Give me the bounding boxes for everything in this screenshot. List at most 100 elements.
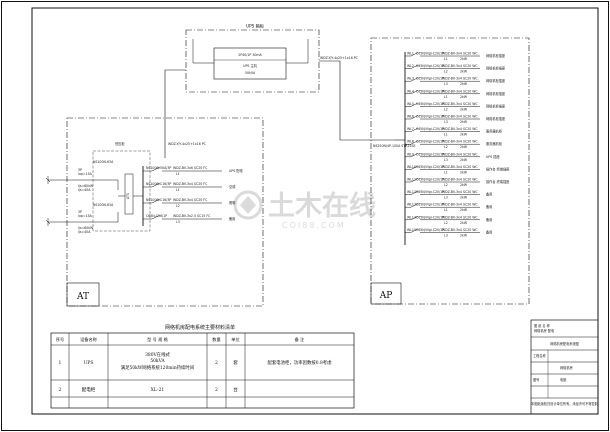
ap-circuit-breaker: C65N/Vigi-C20/1P	[416, 215, 444, 219]
table-row-2-spec: XL-21	[151, 387, 165, 393]
feeder-at-to-ups-cable: WDZ-YJY-4x25+1x16 PC	[168, 142, 207, 146]
at-source-b-note-2: Iop=15A	[78, 214, 93, 218]
ap-circuit-phase: L1	[444, 95, 448, 99]
ap-circuit-power: 2kW	[460, 221, 468, 225]
table-header-note: 备 注	[295, 336, 306, 343]
ap-circuit-phase: L2	[444, 107, 448, 111]
table-row-1-spec-1: 380V在线式	[145, 351, 170, 358]
at-circuit-phase: L3	[176, 220, 180, 224]
table-row-2-no: 2	[59, 387, 62, 393]
table-header-name: 设备名称	[80, 336, 97, 343]
ap-circuit-power: 2kW	[460, 120, 468, 124]
breaker-contact-icon	[410, 52, 419, 57]
ups-breaker-label: 2P40/1P 30mA	[238, 53, 262, 57]
title-block: 图 纸 名 称 网络机房 配电 网络机房配电系统图 工程名称 网络机房 图号 电…	[530, 319, 599, 415]
ap-circuit-cable: WDZ-BV-3x4 SC20 WC	[442, 89, 478, 93]
at-source-b-switch: NS100N-63A	[93, 203, 114, 207]
ups-enclosure: UPS 箱柜 2P40/1P 30mA UPS 主机 50kVA	[185, 22, 320, 93]
ap-circuit-code: WL10	[407, 165, 416, 169]
at-inner-frame	[92, 150, 151, 232]
at-source-a-note-4: Ijs=40A	[78, 188, 91, 192]
ap-circuit-code: WL8	[407, 140, 414, 144]
breaker-contact-icon	[410, 64, 419, 69]
ap-circuit-cable: WDZ-BV-3x4 SC20 WC	[442, 77, 478, 81]
at-circuit-load: 备用	[229, 216, 235, 221]
ap-circuit-power: 2kW	[460, 133, 468, 137]
feeder-at-to-ups	[164, 69, 186, 158]
ap-circuit-power: 2kW	[460, 95, 468, 99]
table-row-1-name: UPS	[83, 360, 93, 366]
watermark-brand: 土木在线	[268, 191, 376, 222]
ats-switch-label: ATS	[126, 193, 130, 199]
ap-circuit-phase: L3	[444, 82, 448, 86]
ap-circuit-phase: L2	[444, 70, 448, 74]
ap-circuit-breaker: C65N/Vigi-C20/1P	[416, 140, 444, 144]
breaker-contact-icon	[410, 102, 419, 107]
materials-table-frame	[50, 332, 355, 409]
watermark-url: COI88.COM	[282, 221, 346, 230]
ups-input-wire	[192, 39, 214, 64]
ap-circuit-code: WL5	[407, 102, 414, 106]
table-header-spec: 型 号 规 格	[147, 336, 169, 343]
at-source-b-note-4: Ijs=40A	[78, 230, 91, 234]
ap-circuit-cable: WDZ-BV-3x4 SC20 WC	[442, 190, 478, 194]
breaker-contact-icon	[410, 140, 419, 145]
breaker-contact-icon	[151, 214, 161, 220]
at-source-b-note-3: Ijs=60kW	[78, 226, 94, 230]
ap-circuit-phase: L3	[444, 196, 448, 200]
ap-circuit-load: 网络机柜插座	[486, 103, 506, 108]
ats-switch-box	[124, 173, 134, 215]
feeder-ups-to-ap-cable: WDZ-YJY-4x25+1x16 PC	[320, 56, 359, 60]
ap-circuit-breaker: C65N/Vigi-C20/1P	[416, 178, 444, 182]
ap-circuit-power: 2kW	[460, 145, 468, 149]
at-circuit-breaker: NS100N-C16/3P	[146, 182, 171, 186]
ap-panel-frame	[370, 37, 530, 305]
ap-panel-label: AP	[379, 291, 393, 301]
ap-circuit-cable: WDZ-BV-3x4 SC20 WC	[442, 52, 478, 56]
ap-circuit-code: WL3	[407, 77, 414, 81]
at-source-a-switch: NS100N-63A	[93, 160, 114, 164]
ap-circuit-breaker: C65N/Vigi-C20/1P	[416, 127, 444, 131]
ap-circuit-power: 2kW	[460, 170, 468, 174]
ap-circuit-load: 操作台 终端插座	[486, 179, 510, 184]
ap-circuit-load: 网络机柜插座	[486, 66, 506, 71]
title-block-footer: 本图纸版权归设计单位所有，未经许可不得复制	[531, 401, 598, 406]
table-row-1-spec-3: 满足50kW网络系统120min持续时间	[121, 364, 194, 371]
feeder-ups-to-ap	[319, 60, 395, 141]
ap-circuit-load: 网络机柜插座	[486, 78, 506, 83]
ap-circuit-code: WL14	[407, 215, 416, 219]
breaker-contact-icon	[410, 190, 419, 195]
at-source-a-note-2: Iop=15A	[78, 172, 93, 176]
title-block-field-value: 网络机房	[560, 365, 573, 370]
ap-circuit-breaker: C65N/Vigi-C20/1P	[416, 89, 444, 93]
ap-circuit-phase: L2	[444, 221, 448, 225]
ap-circuit-breaker: C65N/Vigi-C20/1P	[416, 115, 444, 119]
ap-circuit-breaker: C65N/Vigi-C20/1P	[416, 228, 444, 232]
at-circuit-phase: L2	[176, 204, 180, 208]
title-block-scale-label: 图号	[533, 377, 539, 382]
ap-panel-label-box	[370, 282, 402, 305]
at-source-a-note-1: 3P	[78, 168, 82, 172]
at-panel: AT 低压柜 NS100N-63A 3P Iop=15A Ijs=60kW Ij…	[45, 117, 264, 307]
materials-table: 网络机房配电系统主要材料清单 序号 设备名称 型 号 规 格 数量 单位 备 注…	[50, 324, 355, 409]
at-circuit-breaker: NS100N-C16/3P	[146, 198, 171, 202]
breaker-contact-icon	[410, 228, 419, 233]
watermark: 土木在线 COI88.COM	[233, 190, 376, 230]
ap-circuit-phase: L1	[444, 208, 448, 212]
feeders: WDZ-YJY-4x25+1x16 PC WDZ-YJY-4x25+1x16 P…	[164, 56, 416, 158]
ap-circuit-cable: WDZ-BV-3x4 SC20 WC	[442, 215, 478, 219]
ap-circuit-phase: L1	[444, 170, 448, 174]
ap-circuit-load: 网络机柜插座	[486, 91, 506, 96]
ap-circuit-code: WL2	[407, 64, 414, 68]
ap-circuit-cable: WDZ-BV-3x4 SC20 WC	[442, 152, 478, 156]
